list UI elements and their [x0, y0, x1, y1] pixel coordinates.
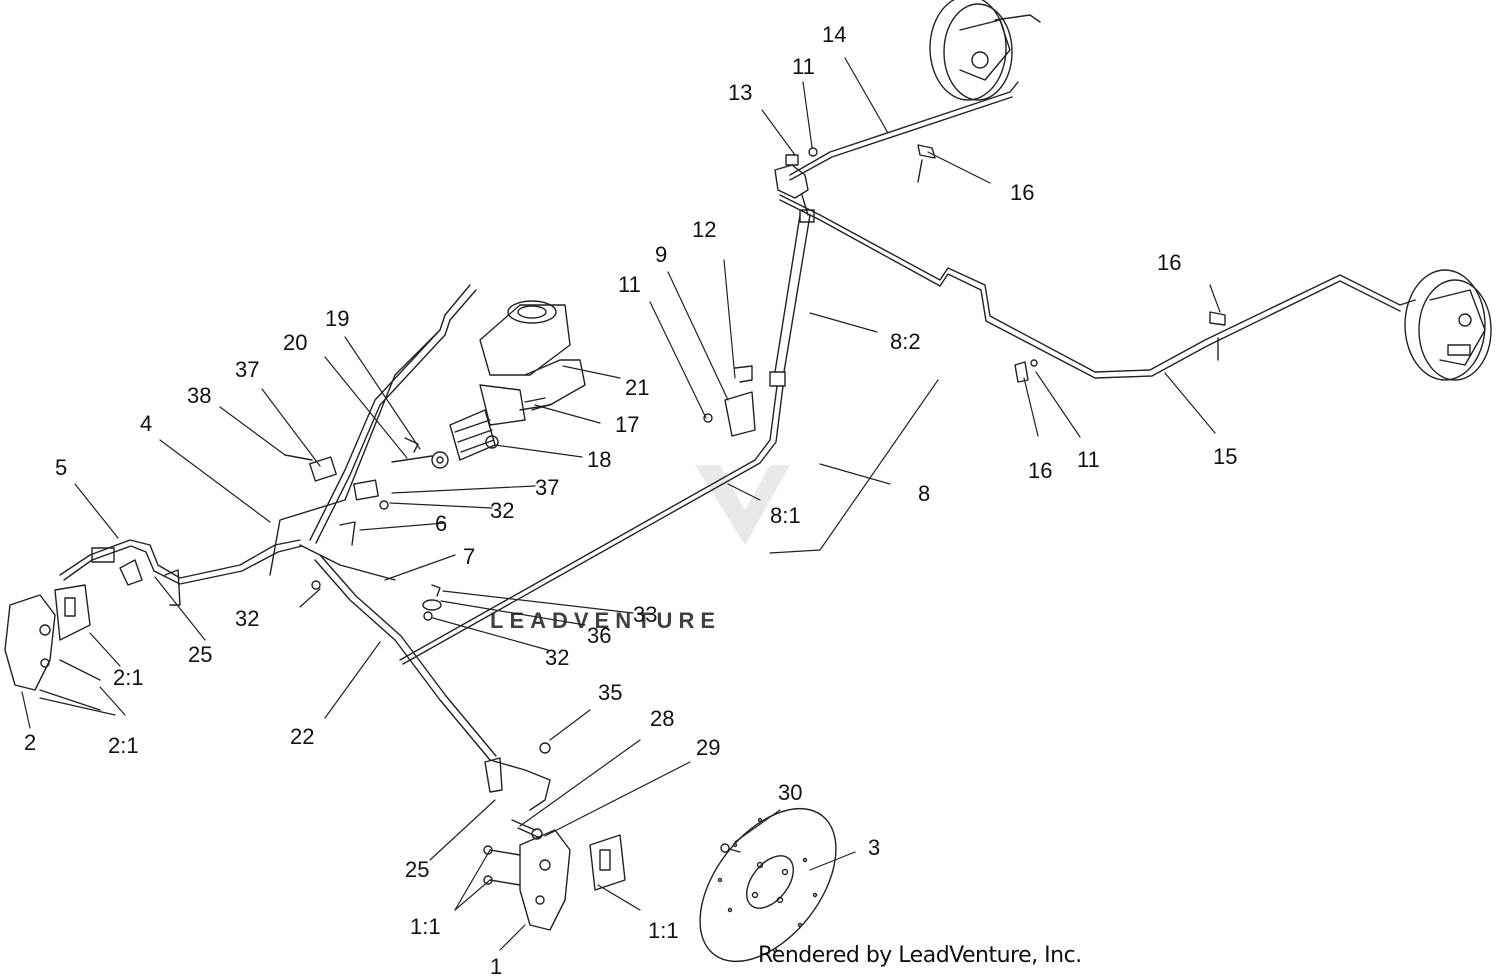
callout-32-lower: 32	[545, 645, 569, 670]
drum-brake-rear-top	[929, 0, 1041, 101]
callout-6: 6	[435, 511, 447, 536]
brake-line-8-1	[399, 385, 784, 665]
callout-21: 21	[625, 375, 649, 400]
watermark-text: LEADVENTURE	[490, 608, 721, 633]
caliper-right-front	[483, 819, 626, 931]
callout-1-1-a: 1:1	[410, 914, 441, 939]
callout-19: 19	[325, 306, 349, 331]
callout-11-top: 11	[792, 54, 815, 79]
brake-hose-8-2	[769, 214, 811, 387]
bracket-25-left	[119, 559, 181, 606]
callout-11-mid: 11	[618, 272, 641, 297]
rotor-bolt	[720, 843, 741, 853]
brake-line-left-front	[59, 539, 303, 585]
bolt-13-11	[785, 147, 818, 166]
callout-9: 9	[655, 242, 667, 267]
clip-16-lower	[1014, 359, 1038, 383]
callout-labels: 14 11 13 16 12 9 11 16 8:2 16 11 15 8 8:…	[24, 22, 1237, 979]
callout-32-mid: 32	[490, 498, 514, 523]
callout-8-1: 8:1	[770, 503, 801, 528]
bracket-9	[703, 391, 756, 437]
callout-33: 33	[633, 602, 657, 627]
callout-16-right: 16	[1157, 250, 1181, 275]
brake-line-rear-top	[789, 81, 1019, 181]
fasteners-33-36-32	[311, 521, 551, 754]
brake-rotor	[699, 807, 837, 963]
brake-line-master-to-front	[269, 284, 477, 576]
callout-25-right: 25	[405, 857, 429, 882]
clip-16-top	[917, 144, 936, 183]
callout-29: 29	[696, 735, 720, 760]
pedal-bracket	[284, 454, 389, 510]
callout-37-top: 37	[235, 357, 259, 382]
clip-12	[734, 365, 753, 383]
callout-2-1-a: 2:1	[113, 665, 144, 690]
callout-16-top: 16	[1010, 180, 1034, 205]
watermark-logo-icon	[695, 465, 790, 545]
callout-25-left: 25	[188, 642, 212, 667]
callout-1: 1	[490, 954, 502, 979]
clip-16-right	[1209, 311, 1226, 361]
brake-tee-junction	[774, 164, 815, 223]
callout-8: 8	[918, 481, 930, 506]
callout-17: 17	[615, 412, 639, 437]
brake-line-rear-long	[779, 194, 1416, 379]
callout-36: 36	[587, 623, 611, 648]
callout-18: 18	[587, 447, 611, 472]
bracket-25-right	[484, 757, 503, 793]
callout-16-lower: 16	[1028, 458, 1052, 483]
callout-28: 28	[650, 706, 674, 731]
callout-2-1-b: 2:1	[108, 733, 139, 758]
callout-13: 13	[728, 80, 752, 105]
callout-12: 12	[692, 217, 716, 242]
caliper-left-front	[4, 584, 101, 711]
callout-22: 22	[290, 724, 314, 749]
callout-11-lower: 11	[1077, 447, 1100, 472]
callout-15: 15	[1213, 444, 1237, 469]
callout-7: 7	[463, 544, 475, 569]
drum-brake-rear-right	[1404, 269, 1492, 381]
callout-38: 38	[187, 383, 211, 408]
callout-35: 35	[598, 680, 622, 705]
callout-3: 3	[868, 835, 880, 860]
callout-14: 14	[822, 22, 846, 47]
callout-5: 5	[55, 455, 67, 480]
callout-2: 2	[24, 730, 36, 755]
callout-32-left: 32	[235, 606, 259, 631]
callout-4: 4	[140, 411, 152, 436]
callout-1-1-b: 1:1	[648, 918, 679, 943]
watermark: LEADVENTURE	[490, 465, 790, 633]
callout-30: 30	[778, 780, 802, 805]
callout-37-mid: 37	[535, 475, 559, 500]
pushrod-pin	[391, 437, 433, 463]
leader-lines	[21, 57, 1221, 951]
master-cylinder	[431, 300, 586, 469]
brake-line-right-front	[299, 544, 551, 811]
callout-20: 20	[283, 330, 307, 355]
callout-8-2: 8:2	[890, 329, 921, 354]
footer-credit: Rendered by LeadVenture, Inc.	[758, 943, 1082, 968]
